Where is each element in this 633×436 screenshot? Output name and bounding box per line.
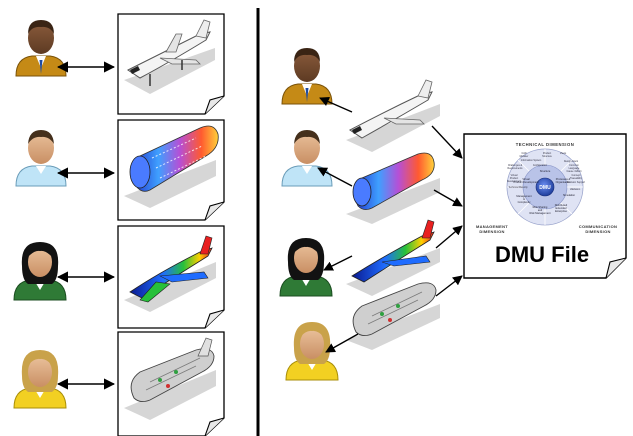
- dmu-wheel: TECHNICAL DIMENSION DMU Structure: [476, 142, 617, 234]
- right-model-stress-icon: [346, 219, 440, 296]
- wheel-top-dimension: TECHNICAL DIMENSION: [516, 142, 575, 147]
- wheel-right-dimension-line-2: DIMENSION: [585, 229, 610, 234]
- left-row-3: [13, 225, 225, 329]
- arrow-model-to-dmu-4: [435, 275, 463, 297]
- right-model-thermal-icon: [346, 152, 440, 224]
- person-blonde-hair-yellow-icon: [13, 350, 67, 409]
- wheel-outer-label-2: Information System: [521, 159, 542, 162]
- wheel-right-dimension-line-1: COMMUNICATION: [579, 224, 618, 229]
- arrow-model-to-dmu-2: [433, 189, 463, 207]
- right-person-2-icon: [281, 130, 333, 187]
- right-person-4-icon: [285, 322, 339, 381]
- wheel-outer-label-0: Product: [543, 152, 552, 155]
- left-row-2: [15, 119, 225, 221]
- aircraft-exterior-model-icon: [124, 19, 215, 94]
- wheel-inner-label-7: Risk Sharing: [533, 205, 548, 209]
- document-aircraft-stress: [117, 225, 225, 329]
- wheel-outer-label-9: Virtual: [511, 174, 518, 177]
- wheel-outer-label-7: Challenges &: [508, 164, 523, 167]
- wheel-outer-label-8: Requirements: [508, 167, 524, 170]
- wheel-outer-label-20: Validation: [570, 188, 581, 191]
- wheel-outer-label-17: Common: [569, 164, 579, 167]
- aircraft-stress-analysis-icon: [124, 235, 216, 312]
- right-panel: TECHNICAL DIMENSION DMU Structure: [279, 48, 627, 381]
- wheel-outer-label-19: Decision Support: [567, 181, 586, 184]
- wheel-inner-label-3: Simulation: [563, 193, 576, 197]
- wheel-outer-label-11: Development: [507, 180, 521, 183]
- wheel-inner-label-4: Distributed: [555, 203, 568, 207]
- arrow-model-to-person-1: [319, 97, 353, 113]
- wheel-outer-label-4: CAD: [521, 152, 526, 155]
- wheel-center-label: DMU: [539, 185, 551, 191]
- wheel-outer-label-5: Modeler: [520, 155, 529, 158]
- wheel-outer-label-10: Product: [510, 177, 519, 180]
- wheel-outer-label-3: Configuration: [533, 164, 548, 167]
- arrow-model-to-dmu-3: [435, 225, 463, 249]
- person-brown-hair-tie-icon: [15, 20, 67, 77]
- arrow-model-to-person-3: [323, 255, 353, 271]
- aircraft-interior-cabin-icon: [124, 337, 216, 420]
- document-aircraft-exterior: [117, 13, 225, 115]
- left-row-4: [13, 331, 225, 436]
- document-aircraft-interior: [117, 331, 225, 436]
- arrow-model-to-dmu-1: [431, 125, 463, 159]
- wheel-outer-label-16: Traceability: [570, 177, 583, 180]
- wheel-outer-label-6: Views: [560, 152, 567, 155]
- dmu-file-document: TECHNICAL DIMENSION DMU Structure: [463, 133, 627, 279]
- wheel-left-dimension-line-1: MANAGEMENT: [476, 224, 508, 229]
- left-panel: [13, 13, 225, 436]
- wheel-inner-label-1: Processes &: [556, 177, 571, 181]
- right-person-1-icon: [281, 48, 333, 105]
- wheel-inner-label-0: Structure: [540, 169, 551, 173]
- right-person-3-icon: [279, 238, 333, 297]
- arrow-model-to-person-4: [325, 333, 359, 353]
- wheel-inner-label-8: and: [538, 208, 543, 212]
- wheel-inner-label-11: &: [523, 197, 525, 201]
- document-fuselage-thermal: [117, 119, 225, 221]
- fuselage-thermal-analysis-icon: [124, 125, 219, 208]
- wheel-outer-label-18: Language: [569, 167, 580, 170]
- wheel-inner-label-13: Virtual: [522, 177, 530, 181]
- right-model-exterior-icon: [346, 79, 440, 152]
- wheel-left-dimension-line-2: DIMENSION: [479, 229, 504, 234]
- wheel-inner-label-5: Extended: [556, 206, 568, 210]
- wheel-inner-label-6: Enterprise: [555, 209, 567, 213]
- left-row-1: [15, 13, 225, 115]
- wheel-outer-label-15: Concept: [572, 174, 581, 177]
- wheel-inner-label-9: Risk Management: [530, 211, 551, 215]
- arrow-model-to-person-2: [317, 167, 353, 187]
- wheel-outer-label-13: Design Intent: [564, 160, 578, 163]
- person-light-blue-shirt-icon: [15, 130, 67, 187]
- wheel-inner-label-10: Management: [516, 194, 531, 198]
- wheel-inner-label-12: Complexity: [518, 200, 532, 204]
- wheel-outer-label-14: Cause / Effect: [567, 170, 582, 173]
- wheel-outer-label-12: Technical Maturity: [508, 186, 528, 189]
- person-long-dark-hair-green-icon: [13, 242, 67, 301]
- dmu-file-title: DMU File: [495, 242, 589, 267]
- right-model-interior-icon: [346, 282, 440, 350]
- wheel-outer-label-1: Structure: [542, 155, 552, 158]
- wheel-inner-label-14: Product Development: [514, 180, 539, 184]
- wheel-inner-label-2: Organisation: [556, 180, 571, 184]
